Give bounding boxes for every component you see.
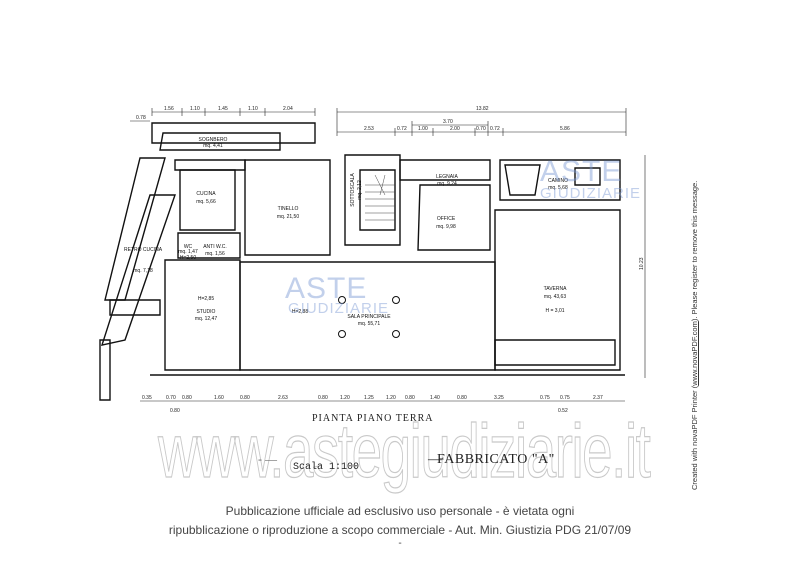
svg-text:H=2,88: H=2,88: [292, 309, 308, 315]
svg-text:mq. 4,41: mq. 4,41: [203, 143, 223, 149]
svg-text:WC: WC: [184, 244, 193, 250]
svg-text:H=2,50: H=2,50: [180, 255, 196, 261]
svg-text:RETRO CUCINA: RETRO CUCINA: [124, 247, 163, 253]
svg-text:mq. 1,56: mq. 1,56: [205, 251, 225, 257]
footer-line-1: Pubblicazione ufficiale ad esclusivo uso…: [225, 504, 575, 518]
top-dimension-lines: 1.56 1.10 1.45 1.10 2.04 13.82 0.78 3.70 2.5…: [130, 106, 627, 136]
svg-text:1.45: 1.45: [218, 106, 228, 112]
novapdf-link[interactable]: www.novaPDF.com: [690, 321, 699, 386]
columns: [338, 296, 400, 338]
building-title: FABBRICATO "A": [437, 452, 555, 467]
svg-text:0.70: 0.70: [166, 395, 176, 401]
svg-text:mq. 5,66: mq. 5,66: [196, 199, 216, 205]
scale-label: Scala 1:100: [293, 462, 360, 473]
svg-text:1.25: 1.25: [364, 395, 374, 401]
watermark-url: www.astegiudiziarie.it: [158, 408, 652, 494]
svg-text:2.53: 2.53: [364, 126, 374, 132]
svg-text:0.80: 0.80: [170, 408, 180, 414]
svg-text:CUCINA: CUCINA: [196, 191, 216, 197]
svg-text:0.35: 0.35: [142, 395, 152, 401]
plan-title: PIANTA PIANO TERRA: [312, 413, 434, 424]
svg-text:H=2,85: H=2,85: [198, 296, 214, 302]
svg-text:0.75: 0.75: [540, 395, 550, 401]
novapdf-suffix: ). Please register to remove this messag…: [690, 180, 699, 322]
novapdf-prefix: Created with novaPDF Printer (: [690, 385, 699, 490]
footer-line-3: -: [398, 538, 402, 549]
novapdf-notice: Created with novaPDF Printer (www.novaPD…: [690, 181, 699, 490]
room-sognbero: SOGNBERO: [199, 137, 228, 143]
svg-text:mq. 12,47: mq. 12,47: [195, 316, 217, 322]
svg-text:0.75: 0.75: [560, 395, 570, 401]
svg-text:1.10: 1.10: [190, 106, 200, 112]
svg-text:H = 3,01: H = 3,01: [545, 308, 564, 314]
svg-text:0.80: 0.80: [457, 395, 467, 401]
svg-text:STUDIO: STUDIO: [197, 309, 216, 315]
svg-text:ANTI W.C.: ANTI W.C.: [203, 244, 227, 250]
svg-text:mq. 43,63: mq. 43,63: [544, 294, 566, 300]
svg-text:SALA PRINCIPALE: SALA PRINCIPALE: [347, 314, 391, 320]
svg-text:1.56: 1.56: [164, 106, 174, 112]
svg-text:0.80: 0.80: [182, 395, 192, 401]
svg-text:0.72: 0.72: [397, 126, 407, 132]
watermark-logo-giudiziarie-2: GIUDIZIARIE: [540, 185, 642, 202]
svg-text:0.80: 0.80: [318, 395, 328, 401]
watermark-logo-giudiziarie: GIUDIZIARIE: [288, 300, 390, 317]
svg-text:2.63: 2.63: [278, 395, 288, 401]
room-labels: SOGNBERO mq. 4,41 CUCINA mq. 5,66 TINELL…: [124, 137, 568, 327]
walls: [99, 122, 625, 401]
svg-text:mq. 21,50: mq. 21,50: [277, 214, 299, 220]
svg-text:1.20: 1.20: [386, 395, 396, 401]
svg-text:13.82: 13.82: [476, 106, 489, 112]
svg-text:mq. 7,18: mq. 7,18: [133, 268, 153, 274]
footer-line-2: ripubblicazione o riproduzione a scopo c…: [168, 523, 632, 537]
svg-text:mq. 1,47: mq. 1,47: [178, 249, 198, 255]
svg-text:LEGNAIA: LEGNAIA: [436, 174, 458, 180]
svg-text:0.70: 0.70: [476, 126, 486, 132]
svg-text:2.00: 2.00: [450, 126, 460, 132]
svg-text:3.25: 3.25: [494, 395, 504, 401]
title-dash: —: [428, 452, 442, 467]
staircase: [365, 174, 395, 221]
svg-text:3.70: 3.70: [443, 119, 453, 125]
svg-text:0.52: 0.52: [558, 408, 568, 414]
svg-text:mq. 5,68: mq. 5,68: [548, 185, 568, 191]
svg-text:mq. 2,12: mq. 2,12: [357, 180, 363, 200]
watermark-logo-aste-2: ASTE: [540, 155, 623, 188]
svg-text:OFFICE: OFFICE: [437, 216, 456, 222]
svg-text:2.04: 2.04: [283, 106, 293, 112]
svg-text:CAMINO: CAMINO: [548, 178, 568, 184]
svg-text:0.78: 0.78: [136, 115, 146, 121]
svg-text:1.00: 1.00: [418, 126, 428, 132]
svg-text:1.60: 1.60: [214, 395, 224, 401]
svg-text:TINELLO: TINELLO: [278, 206, 299, 212]
svg-text:10.23: 10.23: [639, 257, 645, 270]
svg-text:1.40: 1.40: [430, 395, 440, 401]
svg-text:0.80: 0.80: [405, 395, 415, 401]
svg-text:1.20: 1.20: [340, 395, 350, 401]
svg-text:1.10: 1.10: [248, 106, 258, 112]
svg-text:mq. 9,24: mq. 9,24: [437, 181, 457, 187]
svg-text:0.72: 0.72: [490, 126, 500, 132]
bottom-dimension-lines: 0.35 0.70 0.80 1.60 0.80 2.63 0.80 1.20 1.25…: [140, 395, 625, 414]
svg-text:2.37: 2.37: [593, 395, 603, 401]
watermark-logo-aste: ASTE: [285, 272, 368, 305]
svg-text:SOTTOSCALA: SOTTOSCALA: [350, 173, 356, 207]
svg-text:mq. 9,98: mq. 9,98: [436, 224, 456, 230]
title-dash-left: - —: [258, 452, 277, 466]
svg-text:TAVERNA: TAVERNA: [544, 286, 568, 292]
svg-text:mq. 55,71: mq. 55,71: [358, 321, 380, 327]
right-dimension: 10.23: [639, 155, 646, 378]
svg-text:0.80: 0.80: [240, 395, 250, 401]
svg-text:5.86: 5.86: [560, 126, 570, 132]
